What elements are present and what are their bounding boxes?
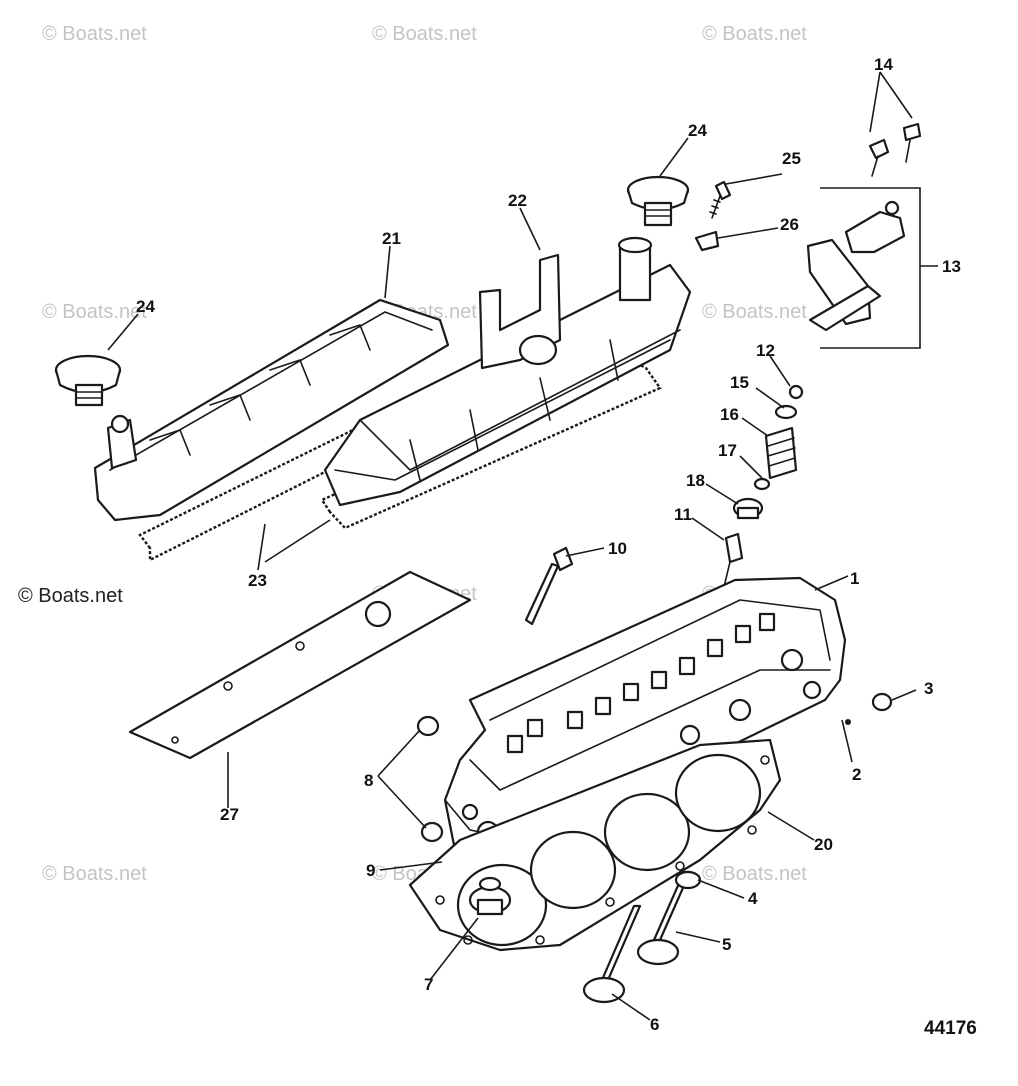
- rocker-cover-left: [93, 298, 450, 522]
- rocker-cover-right: [323, 236, 692, 507]
- callout-7: 7: [424, 975, 433, 994]
- valve-exhaust: [582, 904, 642, 1004]
- callout-21: 21: [382, 229, 401, 248]
- callout-26: 26: [780, 215, 799, 234]
- cylinder-head: [443, 576, 847, 852]
- callout-16: 16: [720, 405, 739, 424]
- leader-lines: [107, 71, 938, 1021]
- valve-retainer: [674, 870, 702, 890]
- callout-9: 9: [366, 861, 375, 880]
- callout-6: 6: [650, 1015, 659, 1034]
- callout-24-left: 24: [136, 297, 155, 316]
- screw-and-clip: [694, 180, 732, 252]
- watermark: © Boats.net: [372, 23, 477, 45]
- callout-3: 3: [924, 679, 933, 698]
- callout-24-right: 24: [688, 121, 707, 140]
- oil-filler-cap-right: [626, 175, 690, 227]
- callouts: 14 13 25 26 24 22 21 24 23 12 15 16 17 1…: [136, 55, 961, 1034]
- watermark-prominent: © Boats.net: [18, 585, 123, 607]
- callout-27: 27: [220, 805, 239, 824]
- rocker-arm-assembly: [806, 187, 921, 349]
- callout-22: 22: [508, 191, 527, 210]
- valve-intake: [636, 870, 692, 966]
- callout-12: 12: [756, 341, 775, 360]
- watermark: © Boats.net: [702, 301, 807, 323]
- rocker-bolts: [868, 122, 922, 177]
- callout-5: 5: [722, 935, 731, 954]
- reference-number: 44176: [924, 1018, 977, 1039]
- callout-14: 14: [874, 55, 893, 74]
- callout-8: 8: [364, 771, 373, 790]
- callout-15: 15: [730, 373, 749, 392]
- callout-1: 1: [850, 569, 859, 588]
- valve-pockets: [506, 612, 776, 754]
- rocker-stud: [524, 546, 574, 626]
- callout-17: 17: [718, 441, 737, 460]
- callout-4: 4: [748, 889, 758, 908]
- heat-shield: [128, 570, 472, 760]
- callout-2: 2: [852, 765, 861, 784]
- oil-filler-cap-left: [54, 354, 122, 407]
- watermark: © Boats.net: [42, 23, 147, 45]
- callout-10: 10: [608, 539, 627, 558]
- callout-11: 11: [674, 505, 692, 524]
- watermark: © Boats.net: [702, 23, 807, 45]
- watermark: © Boats.net: [42, 863, 147, 885]
- callout-20: 20: [814, 835, 833, 854]
- callout-25: 25: [782, 149, 801, 168]
- callout-23: 23: [248, 571, 267, 590]
- callout-18: 18: [686, 471, 705, 490]
- valve-seal: [468, 876, 512, 916]
- watermark: © Boats.net: [702, 863, 807, 885]
- callout-13: 13: [942, 257, 961, 276]
- valve-spring-stack: [732, 384, 804, 520]
- watermark: © Boats.net: [42, 301, 147, 323]
